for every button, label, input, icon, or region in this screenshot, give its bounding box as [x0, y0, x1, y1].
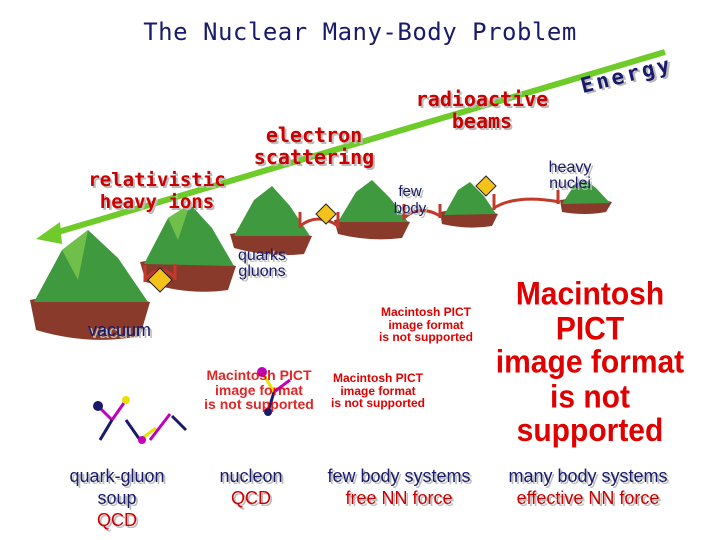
caption-nucleon: nucleon QCD: [196, 466, 306, 510]
pict-placeholder-large: Macintosh PICT image format is not suppo…: [484, 276, 696, 449]
relativistic-line-1: relativistic: [88, 169, 226, 191]
caption-few-body-line-2: free NN force: [345, 487, 453, 508]
pict-large-line-3: is not supported: [516, 378, 664, 449]
energy-arrow: [36, 49, 666, 244]
pict-large-line-1: Macintosh PICT: [515, 276, 665, 347]
pict-small3-line-3: is not supported: [331, 396, 425, 411]
caption-nucleon-line-2: QCD: [231, 487, 271, 508]
pict-small2-line-3: is not supported: [204, 396, 314, 413]
pict-large-line-2: image format: [495, 344, 685, 381]
bridge-icon: [143, 190, 561, 282]
caption-quark-gluon-line-1: quark-gluon: [69, 466, 165, 486]
island-mid-right: [334, 180, 410, 240]
electron-scattering-line-1: electron: [265, 123, 363, 147]
relativistic-heavy-ions-label: relativistic heavy ions: [82, 169, 232, 214]
pict-small1-line-1: Macintosh PICT: [380, 305, 471, 319]
quark-molecule-icon: [93, 367, 291, 444]
heavy-nuclei-line-2: nuclei: [549, 175, 591, 192]
pict-small3-line-2: image format: [340, 383, 416, 398]
caption-nucleon-line-1: nucleon: [219, 466, 283, 486]
heavy-nuclei-label: heavy nuclei: [530, 160, 610, 192]
quarks-gluons-line-2: gluons: [238, 263, 286, 280]
quarks-gluons-label: quarks gluons: [222, 248, 302, 280]
caption-many-body-systems: many body systems effective NN force: [488, 466, 688, 510]
caption-quark-gluon: quark-gluon soup QCD: [42, 466, 192, 532]
pict-small1-line-2: image format: [388, 317, 464, 332]
island-near: [30, 230, 150, 340]
radioactive-beams-line-1: radioactive: [415, 87, 549, 111]
caption-few-body-systems: few body systems free NN force: [308, 466, 490, 510]
electron-scattering-line-2: scattering: [253, 145, 375, 170]
caption-quark-gluon-line-3: QCD: [97, 509, 137, 530]
radioactive-beams-line-2: beams: [451, 109, 513, 134]
pict-placeholder-small-3: Macintosh PICT image format is not suppo…: [328, 372, 428, 410]
caption-many-body-line-1: many body systems: [508, 466, 668, 486]
few-body-label: few body: [380, 183, 440, 217]
few-body-line-2: body: [393, 199, 427, 217]
radioactive-beams-label: radioactive beams: [404, 88, 560, 133]
pict-small1-line-3: is not supported: [379, 330, 473, 345]
caption-few-body-line-1: few body systems: [327, 466, 471, 486]
pict-small2-line-2: image format: [215, 381, 303, 398]
quarks-gluons-line-1: quarks: [237, 247, 287, 264]
few-body-line-1: few: [398, 183, 422, 200]
pict-placeholder-small-1: Macintosh PICT image format is not suppo…: [376, 306, 476, 344]
page-title: The Nuclear Many-Body Problem: [143, 18, 577, 46]
caption-many-body-line-2: effective NN force: [516, 487, 660, 508]
island-far-mid: [440, 182, 498, 228]
island-mid: [230, 186, 312, 256]
warning-sign-icon: [147, 175, 497, 293]
vacuum-label: vacuum: [88, 320, 152, 340]
caption-quark-gluon-line-2: soup: [97, 487, 137, 508]
pict-small2-line-1: Macintosh PICT: [206, 367, 312, 383]
pict-small3-line-1: Macintosh PICT: [332, 371, 423, 385]
island-far-right: [560, 180, 612, 214]
heavy-nuclei-line-1: heavy: [548, 159, 592, 176]
pict-placeholder-small-2: Macintosh PICT image format is not suppo…: [204, 368, 314, 412]
island-chain: [30, 175, 612, 340]
relativistic-line-2: heavy ions: [99, 190, 215, 213]
electron-scattering-label: electron scattering: [246, 124, 382, 169]
